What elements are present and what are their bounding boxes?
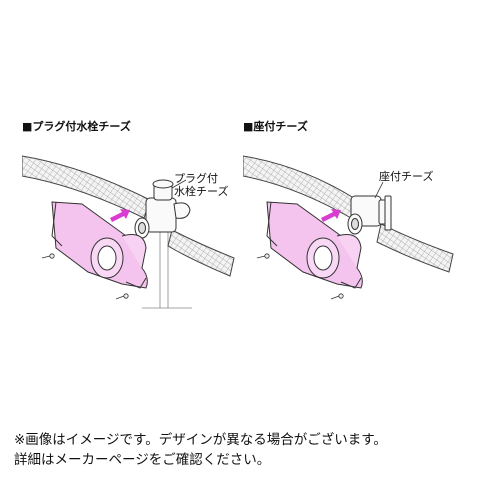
callout-line-2: 水栓チーズ bbox=[174, 185, 229, 198]
plug-faucet-tee-illustration bbox=[22, 155, 235, 309]
seated-tee-fitting bbox=[347, 195, 392, 235]
callout-label: プラグ付 水栓チーズ bbox=[174, 172, 228, 198]
screws bbox=[256, 253, 344, 300]
pink-mounting-bracket bbox=[266, 201, 363, 289]
insert-arrow-icon bbox=[321, 209, 341, 222]
insert-arrow-icon bbox=[110, 209, 130, 222]
disclaimer-line-2: 詳細はメーカーページをご確認ください。 bbox=[14, 452, 271, 468]
disclaimer-line-1: ※画像はイメージです。デザインが異なる場合がございます。 bbox=[14, 432, 387, 448]
plug-faucet-tee-fitting bbox=[134, 179, 191, 239]
seated-tee-illustration bbox=[243, 155, 454, 300]
panel-title: ■座付チーズ bbox=[243, 120, 308, 133]
screws bbox=[41, 253, 129, 300]
callout-leader bbox=[171, 179, 187, 189]
disclaimer-text: ※画像はイメージです。デザインが異なる場合がございます。 詳細はメーカーページを… bbox=[14, 430, 387, 470]
flexible-hose-right bbox=[167, 229, 235, 277]
callout-leader bbox=[374, 181, 384, 199]
panel-title: ■プラグ付水栓チーズ bbox=[22, 120, 131, 133]
flexible-hose-right bbox=[376, 223, 454, 273]
pink-mounting-bracket bbox=[51, 201, 148, 289]
callout-label: 座付チーズ bbox=[379, 170, 434, 183]
callout-line-1: プラグ付 bbox=[174, 172, 218, 185]
